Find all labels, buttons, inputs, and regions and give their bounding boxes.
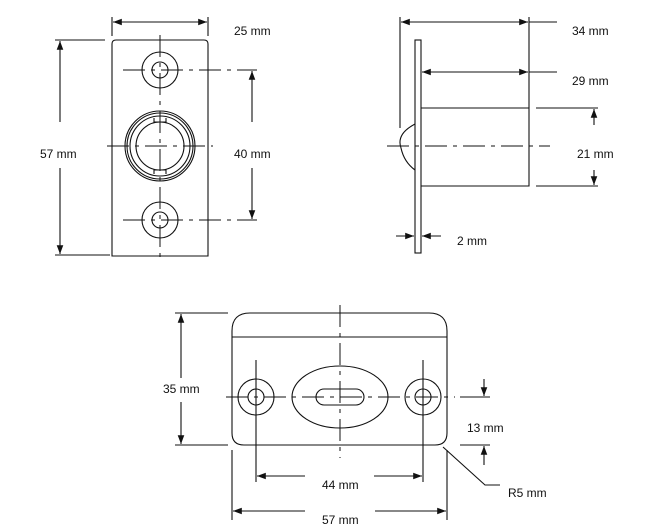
bottom-screw-hole — [141, 201, 179, 239]
corner-radius-label: R5 mm — [508, 486, 547, 500]
top-screw-hole — [141, 51, 179, 89]
bottom-hole-spacing-label: 44 mm — [322, 478, 359, 492]
left-screw-hole-inner — [247, 388, 265, 406]
front-hole-spacing-label: 40 mm — [234, 147, 271, 161]
side-dome — [399, 123, 416, 171]
bolt-opening — [291, 365, 389, 429]
bolt-tabs — [153, 118, 167, 174]
bottom-view: 35 mm 13 mm 44 mm 57 mm R5 mm — [163, 305, 547, 527]
side-body-depth-label: 29 mm — [572, 74, 609, 88]
front-view: 25 mm 57 mm 40 mm — [40, 17, 271, 260]
front-width-label: 25 mm — [234, 24, 271, 38]
front-plate-outline — [111, 39, 209, 257]
bottom-height-label: 35 mm — [163, 382, 200, 396]
front-height-label: 57 mm — [40, 147, 77, 161]
bolt-outer-ring — [124, 110, 196, 182]
right-screw-hole-inner — [414, 388, 432, 406]
right-screw-hole — [404, 378, 442, 416]
side-thickness-label: 2 mm — [457, 234, 487, 248]
radius-leader — [442, 446, 500, 486]
top-screw-hole-inner — [151, 61, 169, 79]
side-body — [421, 107, 530, 187]
bottom-screw-hole-inner — [151, 211, 169, 229]
side-view: 34 mm 29 mm 21 mm 2 mm — [387, 17, 614, 254]
left-screw-hole — [237, 378, 275, 416]
bolt-slot — [315, 388, 365, 406]
side-body-height-label: 21 mm — [577, 147, 614, 161]
bolt-ring-3 — [129, 115, 191, 177]
side-total-depth-label: 34 mm — [572, 24, 609, 38]
bottom-plate-outline — [231, 312, 448, 446]
bolt-ring-2 — [126, 112, 194, 180]
bottom-width-label: 57 mm — [322, 513, 359, 527]
bottom-offset-label: 13 mm — [467, 421, 504, 435]
